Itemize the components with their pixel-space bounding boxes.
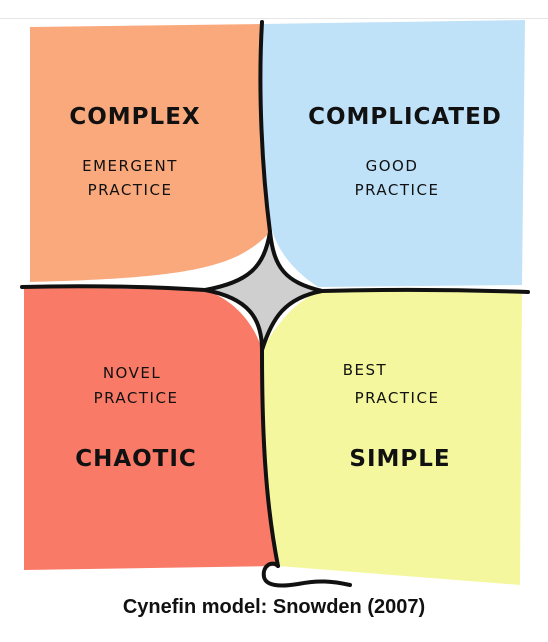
complex-practice-line2: PRACTICE bbox=[88, 181, 173, 199]
complex-quadrant bbox=[30, 24, 272, 282]
chaotic-quadrant bbox=[24, 287, 278, 570]
cliff-curl bbox=[261, 561, 352, 588]
simple-practice-line2: PRACTICE bbox=[355, 389, 440, 407]
vertical-divider-bottom bbox=[260, 348, 280, 568]
figure-caption: Cynefin model: Snowden (2007) bbox=[122, 596, 426, 618]
complicated-quadrant bbox=[260, 20, 525, 287]
divider-lines bbox=[20, 20, 530, 588]
simple-title: SIMPLE bbox=[349, 446, 450, 472]
horizontal-divider-left bbox=[20, 284, 207, 292]
simple-quadrant bbox=[262, 291, 522, 585]
center-disorder-shape bbox=[205, 232, 322, 350]
center-right-curves bbox=[260, 230, 324, 352]
chaotic-title: CHAOTIC bbox=[75, 446, 197, 472]
complicated-title: COMPLICATED bbox=[308, 104, 502, 130]
complex-practice-line1: EMERGENT bbox=[82, 157, 178, 175]
complicated-practice-line2: PRACTICE bbox=[355, 181, 440, 199]
vertical-divider-top bbox=[258, 20, 272, 234]
simple-practice-line1: BEST bbox=[343, 361, 387, 379]
complex-title: COMPLEX bbox=[69, 104, 200, 130]
complicated-practice-line1: GOOD bbox=[366, 157, 419, 175]
chaotic-practice-line1: NOVEL bbox=[103, 364, 161, 382]
chaotic-practice-line2: PRACTICE bbox=[94, 389, 179, 407]
horizontal-divider-right bbox=[320, 287, 530, 294]
center-left-curves bbox=[203, 230, 272, 352]
top-divider bbox=[0, 18, 548, 19]
